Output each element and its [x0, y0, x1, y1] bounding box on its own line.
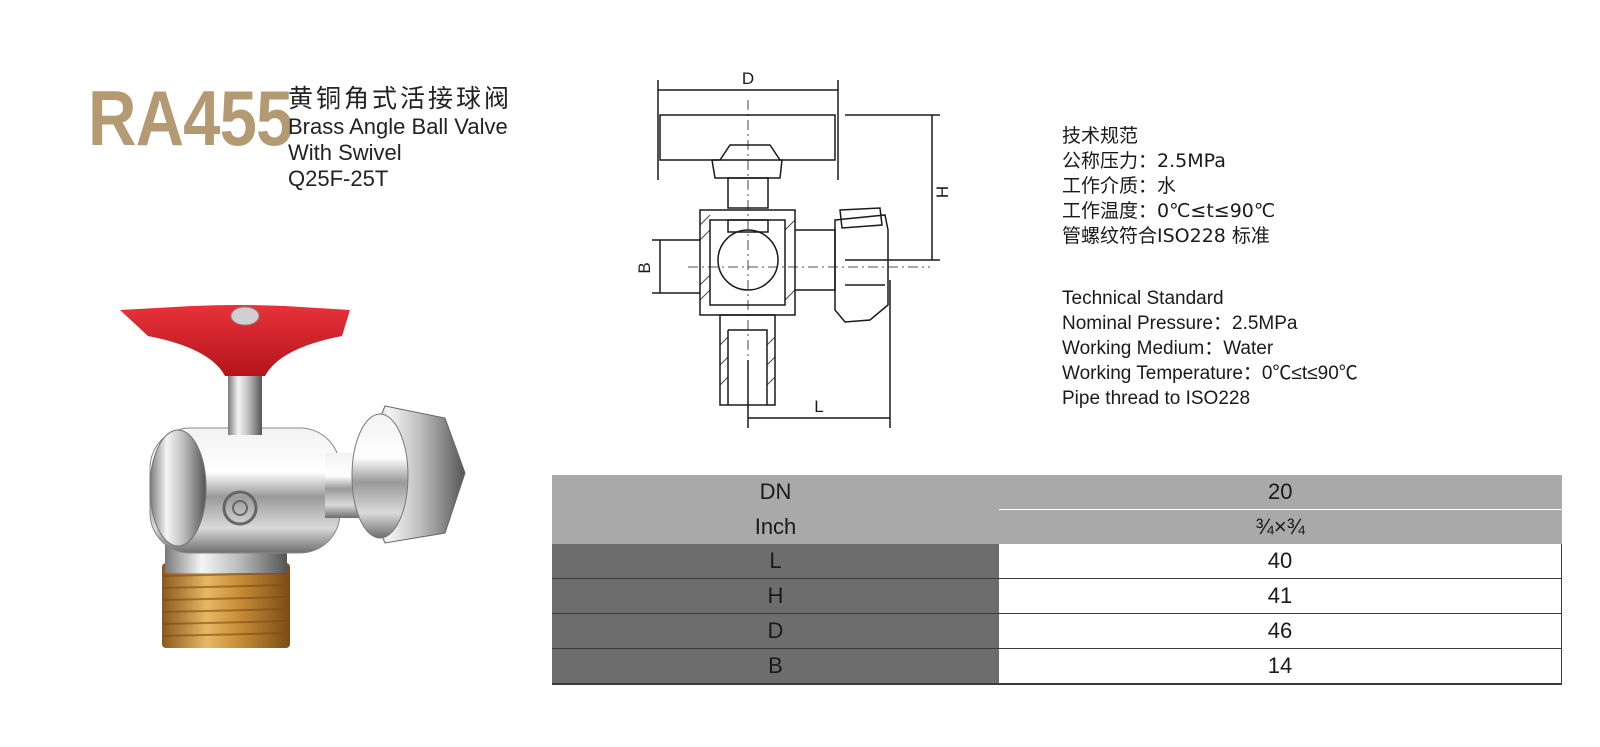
- spec-cn-line: 工作温度：0℃≤t≤90℃: [1062, 200, 1276, 222]
- spec-en-line: Working Temperature：0℃≤t≤90℃: [1062, 363, 1358, 384]
- table-value-cell: 20: [999, 475, 1562, 510]
- spec-en-line: Working Medium：Water: [1062, 338, 1274, 359]
- title-english-line1: Brass Angle Ball Valve: [288, 114, 508, 139]
- table-key-cell: D: [552, 613, 999, 649]
- table-key-cell: H: [552, 578, 999, 614]
- table-row: Inch ¾×¾: [552, 509, 1562, 544]
- spec-cn-line: 公称压力：2.5MPa: [1062, 150, 1226, 172]
- table-row: L 40: [552, 544, 1562, 579]
- table-row: D 46: [552, 613, 1562, 649]
- dimension-table: DN 20 Inch ¾×¾ L 40 H 41 D 46 B 14: [552, 475, 1562, 685]
- table-value-cell: 41: [999, 578, 1562, 614]
- table-value-cell: ¾×¾: [999, 509, 1562, 544]
- product-code: Q25F-25T: [288, 166, 389, 191]
- spec-cn-line: 技术规范: [1062, 125, 1139, 147]
- table-key-cell: L: [552, 544, 999, 579]
- spec-cn-line: 工作介质：水: [1062, 175, 1177, 197]
- valve-photo: [120, 305, 466, 648]
- dimension-label-l: L: [814, 397, 823, 416]
- table-value-cell: 14: [999, 648, 1562, 685]
- spec-english: Technical Standard Nominal Pressure：2.5M…: [1062, 286, 1358, 411]
- dimension-label-h: H: [933, 186, 952, 198]
- dimension-label-d: D: [742, 69, 754, 88]
- title-chinese: 黄铜角式活接球阀: [288, 84, 513, 113]
- table-key-cell: Inch: [552, 509, 999, 544]
- title-english-line2: With Swivel: [288, 140, 402, 165]
- table-row: B 14: [552, 648, 1562, 685]
- dimension-label-b: B: [635, 262, 654, 273]
- brand-logo-icon: [222, 490, 258, 526]
- table-key-cell: B: [552, 648, 999, 685]
- spec-cn-line: 管螺纹符合ISO228 标准: [1062, 225, 1270, 247]
- table-key-cell: DN: [552, 475, 999, 510]
- spec-en-line: Pipe thread to ISO228: [1062, 388, 1251, 409]
- red-handle: [120, 305, 350, 376]
- technical-drawing: D H B L: [635, 69, 952, 428]
- spec-chinese: 技术规范 公称压力：2.5MPa 工作介质：水 工作温度：0℃≤t≤90℃ 管螺…: [1062, 124, 1275, 249]
- product-title-block: 黄铜角式活接球阀 Brass Angle Ball Valve With Swi…: [288, 84, 512, 192]
- model-number: RA455: [88, 74, 293, 162]
- brass-thread: [162, 563, 290, 648]
- spec-en-line: Nominal Pressure：2.5MPa: [1062, 313, 1298, 334]
- table-value-cell: 46: [999, 613, 1562, 649]
- table-value-cell: 40: [999, 544, 1562, 579]
- spec-en-line: Technical Standard: [1062, 288, 1224, 309]
- table-row: H 41: [552, 578, 1562, 614]
- table-row: DN 20: [552, 475, 1562, 510]
